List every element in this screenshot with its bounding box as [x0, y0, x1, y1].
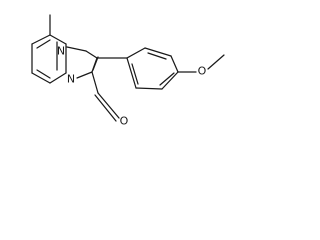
benzene-bond [126, 57, 137, 89]
pyridine-bond [31, 34, 51, 45]
benzene-bond [144, 47, 172, 57]
benzene-bond [135, 87, 163, 90]
pyridine-bond [49, 72, 67, 84]
atom-label-n-imine: N [57, 45, 65, 58]
aldehyde-bond [91, 71, 99, 94]
aldehyde-bond [94, 94, 117, 122]
atom-label-n-bridge: N [67, 73, 75, 86]
benzene-bond [159, 72, 175, 86]
pyridine-bond [36, 69, 51, 79]
benzene-bond [161, 71, 179, 90]
imidazole-bond [92, 56, 99, 71]
benzene-bond [170, 55, 179, 73]
pyridine-bond [36, 39, 51, 49]
atom-label-o-methoxy: O [198, 65, 207, 78]
bond-layer [31, 14, 225, 122]
chemical-structure-figure: N N O O [0, 0, 255, 137]
aldehyde-bond [97, 92, 120, 119]
methoxy-bond [207, 54, 225, 70]
imidazole-bond [85, 50, 98, 59]
benzene-bond [126, 47, 146, 59]
pyridine-bond [49, 34, 67, 45]
benzene-bond [131, 63, 139, 85]
benzene-bond [147, 52, 167, 60]
atom-label-o-aldehyde: O [120, 115, 129, 128]
molecule-diagram: N N O O [31, 14, 225, 128]
pyridine-bond [31, 72, 51, 84]
imidazole-bond [76, 71, 93, 79]
imidazole-bond [66, 46, 87, 52]
